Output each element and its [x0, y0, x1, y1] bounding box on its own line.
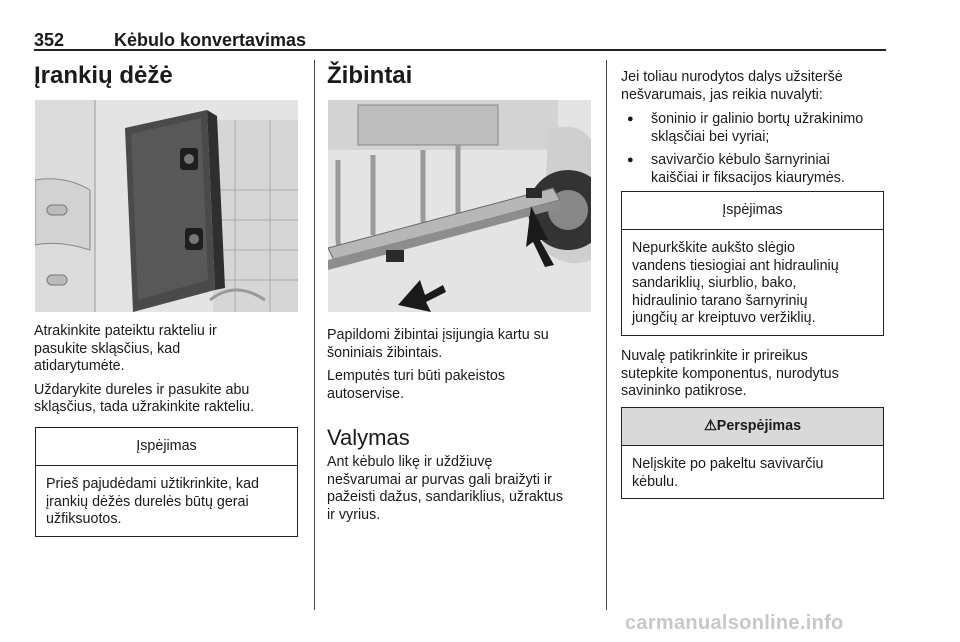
toolbox-illustration — [35, 100, 298, 312]
column-divider-2 — [606, 60, 608, 610]
section-heading-lights: Žibintai — [327, 62, 413, 89]
chapter-title: Kėbulo konvertavimas — [114, 30, 307, 50]
footer-watermark: carmanualsonline.info — [625, 612, 844, 634]
caution-box: ⚠Perspėjimas Nelįskite po pakeltu saviva… — [621, 407, 884, 499]
subheading-cleaning: Valymas — [327, 425, 410, 450]
header-rule — [34, 49, 886, 51]
column-divider-1 — [314, 60, 316, 610]
notice-title: Įspėjimas — [36, 428, 297, 466]
notice-box-toolbox: Įspėjimas Prieš pajudėdami užtikrinkite,… — [35, 427, 298, 537]
list-item: šoninio ir galinio bortų užrakinimoskląs… — [621, 111, 891, 146]
caution-header: ⚠Perspėjimas — [622, 408, 883, 446]
warning-triangle-icon: ⚠ — [703, 418, 717, 434]
lights-illustration — [328, 100, 591, 312]
notice-title: Įspėjimas — [622, 192, 883, 230]
section-heading-toolbox: Įrankių dėžė — [34, 62, 173, 89]
caution-title: Perspėjimas — [716, 418, 802, 434]
cleaning-list: šoninio ir galinio bortų užrakinimoskląs… — [621, 111, 891, 187]
page-number: 352 — [34, 30, 65, 50]
